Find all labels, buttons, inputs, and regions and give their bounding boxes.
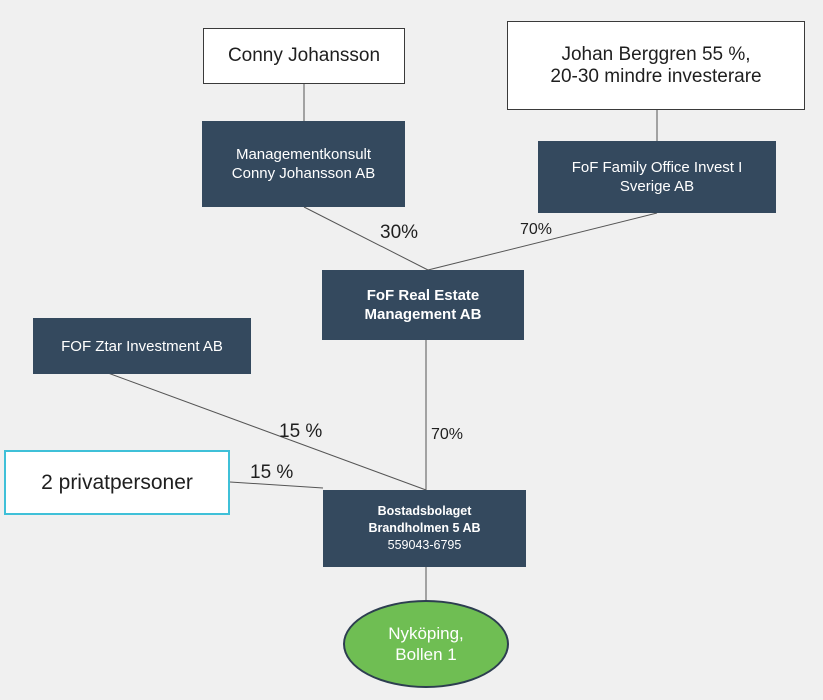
label-70-percent-office: 70% <box>520 221 553 238</box>
edge-office-fofre <box>427 212 658 271</box>
node-johan-berggren: Johan Berggren 55 %, 20-30 mindre invest… <box>507 21 805 110</box>
node-bostad-line-2: Brandholmen 5 AB <box>368 521 481 535</box>
label-15-percent-ztar: 15 % <box>279 421 323 442</box>
node-conny-line-1: Conny Johansson <box>227 45 381 66</box>
node-bostad-line-1: Bostadsbolaget <box>377 504 472 518</box>
node-office-line-1: FoF Family Office Invest I <box>571 159 743 176</box>
node-bostad-org-number: 559043-6795 <box>387 538 462 552</box>
node-nykoping-line-1: Nyköping, <box>388 624 464 643</box>
node-mk-line-2: Conny Johansson AB <box>231 165 376 182</box>
node-managementkonsult: Managementkonsult Conny Johansson AB <box>202 121 405 207</box>
edge-ztar-bostad <box>107 372 427 491</box>
label-30-percent: 30% <box>380 222 419 243</box>
node-nykoping-bollen: Nyköping, Bollen 1 <box>343 600 509 688</box>
node-johan-line-1: Johan Berggren 55 %, <box>561 43 751 65</box>
node-fof-ztar: FOF Ztar Investment AB <box>33 318 251 374</box>
node-conny-johansson: Conny Johansson <box>203 28 405 84</box>
node-johan-line-2: 20-30 mindre investerare <box>550 65 762 87</box>
node-privat-line-1: 2 privatpersoner <box>41 470 193 494</box>
edge-mk-fofre <box>303 206 429 271</box>
node-office-line-2: Sverige AB <box>619 178 695 195</box>
node-fofre-line-2: Management AB <box>364 306 482 323</box>
node-ztar-line-1: FOF Ztar Investment AB <box>61 337 223 355</box>
node-fof-family-office: FoF Family Office Invest I Sverige AB <box>538 141 776 213</box>
node-fofre-line-1: FoF Real Estate <box>366 287 480 304</box>
node-nykoping-line-2: Bollen 1 <box>395 645 457 664</box>
node-bostadsbolaget: Bostadsbolaget Brandholmen 5 AB 559043-6… <box>323 490 526 567</box>
label-15-percent-privat: 15 % <box>250 462 294 483</box>
node-2-privatpersoner: 2 privatpersoner <box>4 450 230 515</box>
node-fof-real-estate: FoF Real Estate Management AB <box>322 270 524 340</box>
label-70-percent-fofre: 70% <box>431 426 464 443</box>
node-mk-line-1: Managementkonsult <box>235 146 372 163</box>
edge-privat-bostad <box>229 481 324 489</box>
